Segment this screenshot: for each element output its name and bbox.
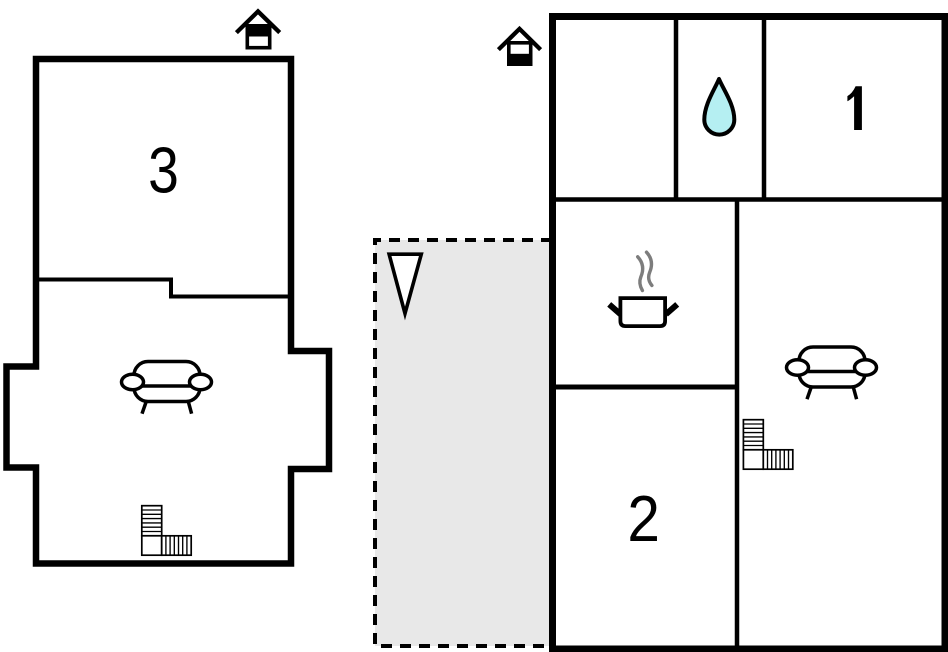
svg-text:2: 2 xyxy=(627,483,660,556)
svg-text:3: 3 xyxy=(148,133,179,206)
